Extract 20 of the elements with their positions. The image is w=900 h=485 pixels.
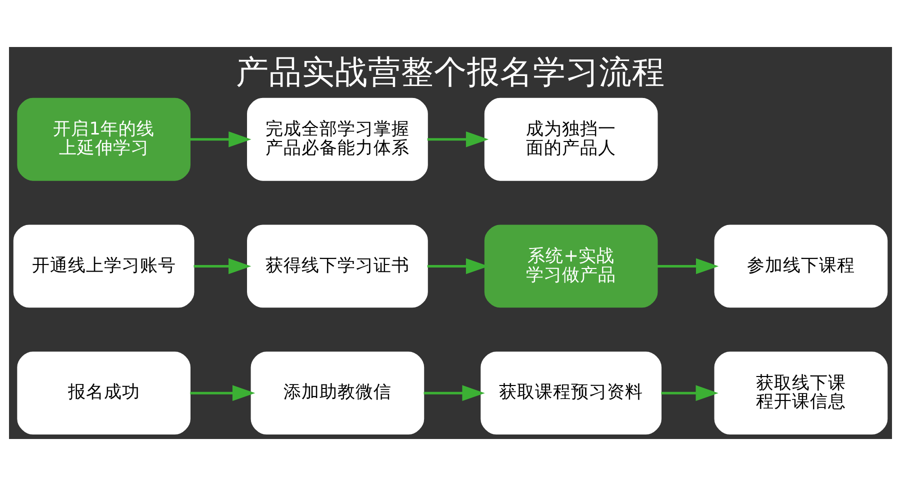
arrow	[426, 130, 488, 147]
node-box: 完成全部学习掌握产品必备能力体系	[246, 97, 428, 180]
node-box: 开启1年的线上延伸学习	[16, 97, 190, 180]
node-box: 报名成功	[16, 351, 190, 434]
node-box: 获取线下课程开课信息	[714, 351, 888, 434]
node-box: 获得线下学习证书	[246, 224, 428, 308]
node-box: 添加助教微信	[250, 351, 424, 434]
node-box: 获取课程预习资料	[480, 351, 662, 434]
node-box: 参加线下课程	[714, 224, 888, 308]
arrow	[190, 130, 251, 147]
node-box: 开通线上学习账号	[12, 224, 194, 308]
arrow	[423, 384, 484, 401]
arrow	[190, 384, 255, 401]
arrow	[193, 258, 251, 274]
arrow	[656, 258, 718, 274]
arrow	[426, 258, 488, 274]
node-box: 成为独挡一面的产品人	[484, 97, 658, 180]
diagram-title: 产品实战营整个报名学习流程	[236, 52, 664, 91]
arrow	[660, 384, 718, 401]
node-box: 系统+实战学习做产品	[484, 224, 658, 308]
